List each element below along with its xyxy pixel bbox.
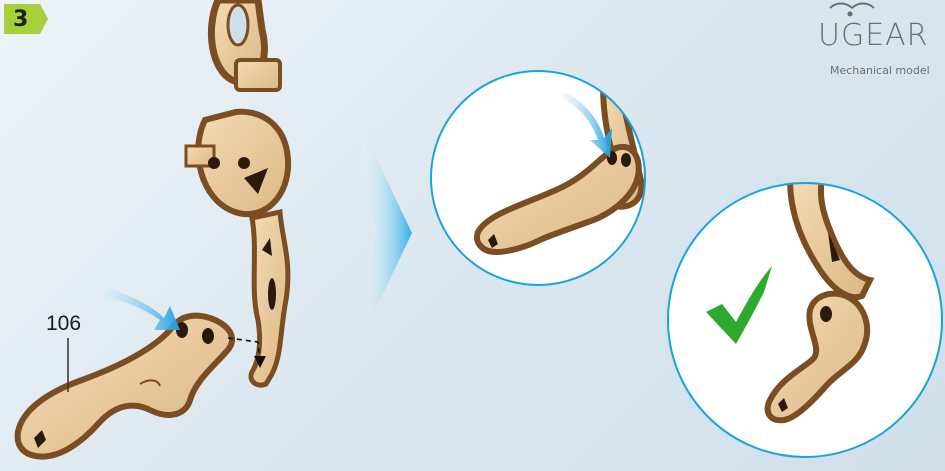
part-number-label: 106: [46, 312, 81, 336]
step-arrow-badge: 3: [4, 4, 48, 34]
detail-circle-2: [668, 180, 942, 457]
brand-logo: UGEAR Mechanical model: [818, 18, 945, 78]
blue-arrow-icon: [104, 288, 180, 330]
brand-name: UGEAR: [818, 18, 929, 53]
next-step-arrow: [358, 120, 412, 346]
brand-mark: [830, 4, 874, 17]
part-106: [18, 316, 266, 457]
detail-circle-1: [431, 60, 652, 285]
step-number: 3: [13, 7, 28, 32]
brand-tagline: Mechanical model: [830, 64, 930, 77]
